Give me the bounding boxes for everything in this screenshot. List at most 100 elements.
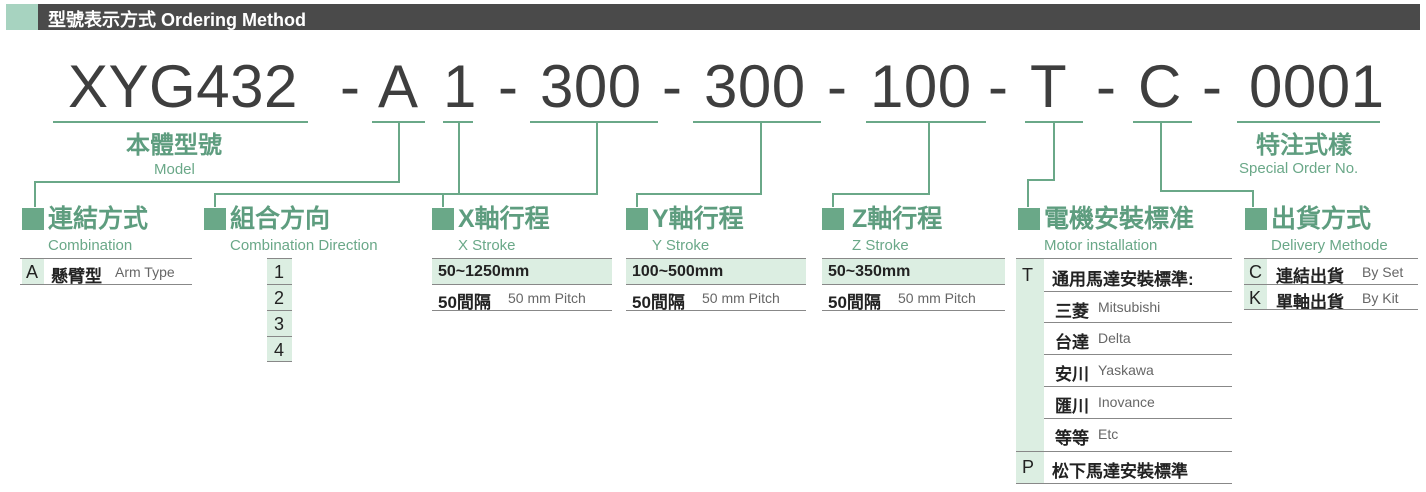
- x-stroke-pitch-zh: 50間隔: [438, 293, 491, 312]
- z-line-2: [822, 310, 1005, 311]
- header-accent: [6, 4, 38, 30]
- z-stroke-marker: [822, 208, 844, 230]
- special-label-en: Special Order No.: [1239, 160, 1359, 177]
- motor-brand-2-en: Delta: [1098, 330, 1131, 346]
- header-bar: [6, 4, 1420, 30]
- y-stroke-marker: [626, 208, 648, 230]
- x-line-0: [432, 258, 612, 259]
- connector-z-h: [832, 193, 930, 195]
- y-stroke-subtitle: Y Stroke: [652, 237, 710, 254]
- motor-p-label: 松下馬達安裝標準: [1052, 462, 1188, 481]
- x-stroke-range: 50~1250mm: [438, 263, 530, 280]
- connector-direction-h: [214, 193, 460, 195]
- direction-line-3: [267, 336, 292, 337]
- connector-x-v: [442, 193, 444, 207]
- motor-brand-2-zh: 台達: [1055, 333, 1089, 352]
- code-dash-2: -: [498, 53, 519, 120]
- y-stroke-pitch-en: 50 mm Pitch: [702, 290, 780, 306]
- direction-line-0: [267, 258, 292, 259]
- motor-p-code: P: [1022, 457, 1035, 477]
- motor-code-column: [1016, 259, 1044, 483]
- motor-line-5: [1044, 418, 1232, 419]
- connector-direction: [458, 122, 460, 194]
- code-special: 0001: [1249, 53, 1385, 120]
- x-stroke-range-cell: [432, 259, 612, 284]
- motor-t-code: T: [1022, 265, 1033, 285]
- special-label: 特注式樣: [1256, 132, 1352, 159]
- underline-delivery: [1133, 121, 1192, 123]
- connector-motor-v: [1027, 179, 1029, 207]
- motor-line-4: [1044, 386, 1232, 387]
- model-label-en: Model: [154, 161, 195, 178]
- connector-y: [760, 122, 762, 194]
- code-dash-1: -: [340, 53, 361, 120]
- z-stroke-subtitle: Z Stroke: [852, 237, 909, 254]
- z-stroke-pitch-en: 50 mm Pitch: [898, 290, 976, 306]
- combination-row-bottom: [20, 284, 192, 285]
- delivery-line-2: [1244, 309, 1418, 310]
- y-stroke-range-cell: [626, 259, 806, 284]
- direction-title: 組合方向: [230, 205, 331, 233]
- combination-marker: [22, 208, 44, 230]
- connector-delivery-v: [1252, 190, 1254, 207]
- delivery-line-1: [1244, 284, 1418, 285]
- motor-line-0: [1016, 258, 1232, 259]
- connector-y-v: [636, 193, 638, 207]
- code-y-stroke: 300: [704, 53, 806, 120]
- motor-line-1: [1044, 291, 1232, 292]
- motor-brand-3-zh: 安川: [1055, 365, 1089, 384]
- motor-marker: [1018, 208, 1040, 230]
- motor-line-2: [1044, 322, 1232, 323]
- direction-line-2: [267, 310, 292, 311]
- direction-subtitle: Combination Direction: [230, 237, 378, 254]
- x-stroke-marker: [432, 208, 454, 230]
- underline-special: [1237, 121, 1380, 123]
- connector-z-v: [832, 193, 834, 207]
- delivery-title: 出貨方式: [1271, 205, 1372, 233]
- connector-x: [596, 122, 598, 194]
- delivery-k-en: By Kit: [1362, 290, 1399, 306]
- underline-model: [53, 121, 308, 123]
- underline-x: [530, 121, 658, 123]
- y-stroke-title: Y軸行程: [652, 205, 744, 233]
- delivery-k-zh: 單軸出貨: [1276, 293, 1344, 312]
- combination-row-top: [20, 258, 192, 259]
- z-line-0: [822, 258, 1005, 259]
- code-dash-7: -: [1202, 53, 1223, 120]
- motor-brand-4-en: Inovance: [1098, 394, 1155, 410]
- motor-title: 電機安裝標准: [1044, 205, 1195, 233]
- z-stroke-range: 50~350mm: [828, 263, 911, 280]
- connector-combination-h: [34, 181, 400, 183]
- code-dash-5: -: [988, 53, 1009, 120]
- direction-line-1: [267, 284, 292, 285]
- connector-motor-h: [1027, 179, 1055, 181]
- y-stroke-pitch-zh: 50間隔: [632, 293, 685, 312]
- motor-brand-5-zh: 等等: [1055, 429, 1089, 448]
- motor-t-label: 通用馬達安裝標準:: [1052, 270, 1194, 289]
- connector-x-h: [442, 193, 598, 195]
- code-dash-6: -: [1096, 53, 1117, 120]
- motor-subtitle: Motor installation: [1044, 237, 1158, 254]
- x-stroke-pitch-en: 50 mm Pitch: [508, 290, 586, 306]
- combination-zh: 懸臂型: [51, 267, 102, 286]
- motor-line-7: [1016, 483, 1232, 484]
- delivery-c-en: By Set: [1362, 264, 1404, 280]
- z-line-1: [822, 284, 1005, 285]
- connector-direction-v: [214, 193, 216, 207]
- code-combination: A: [378, 53, 419, 120]
- z-stroke-range-cell: [822, 259, 1005, 284]
- x-stroke-subtitle: X Stroke: [458, 237, 516, 254]
- y-stroke-range: 100~500mm: [632, 263, 724, 280]
- y-line-1: [626, 284, 806, 285]
- delivery-subtitle: Delivery Methode: [1271, 237, 1388, 254]
- delivery-code-c: C: [1249, 262, 1262, 282]
- delivery-line-0: [1244, 258, 1418, 259]
- z-stroke-title: Z軸行程: [852, 205, 943, 233]
- connector-delivery-h: [1160, 190, 1254, 192]
- connector-y-h: [636, 193, 762, 195]
- code-motor: T: [1030, 53, 1068, 120]
- combination-code-cell: [22, 259, 44, 284]
- model-label: 本體型號: [126, 132, 222, 159]
- combination-en: Arm Type: [115, 264, 175, 280]
- combination-subtitle: Combination: [48, 237, 133, 254]
